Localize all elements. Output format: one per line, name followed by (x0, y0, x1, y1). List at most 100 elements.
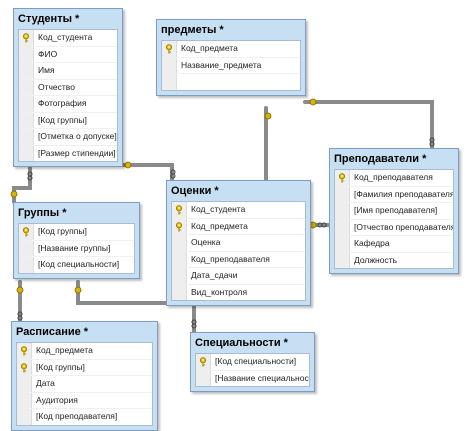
field-label: [Код специальности] (215, 356, 297, 366)
table-schedule[interactable]: Расписание * Код_предмета[Код группы]Дат… (11, 321, 158, 431)
field-label: Код_предмета (181, 43, 238, 53)
table-title: Преподаватели * (334, 153, 427, 165)
field-label: Аудитория (36, 394, 78, 405)
field-row[interactable]: [Название специальности] (196, 370, 309, 386)
table-title: Специальности * (195, 337, 288, 349)
row-selector[interactable] (19, 224, 34, 240)
row-selector[interactable] (19, 79, 34, 95)
key-endpoint-icon (16, 286, 24, 294)
field-row[interactable]: [Фамилия преподавателя] (335, 186, 453, 203)
field-row[interactable]: [Отметка о допуске] (19, 129, 117, 146)
row-selector[interactable] (162, 74, 177, 90)
row-selector[interactable] (19, 46, 34, 62)
field-row[interactable]: Должность (335, 252, 453, 268)
field-row[interactable]: Код_предмета (17, 343, 152, 360)
field-row[interactable]: [Размер стипендии] (19, 145, 117, 161)
field-row[interactable]: [Название группы] (19, 240, 134, 257)
row-selector[interactable] (17, 359, 32, 375)
row-selector[interactable] (335, 252, 350, 268)
field-row[interactable]: Имя (19, 63, 117, 80)
primary-key-icon (21, 346, 27, 356)
field-row[interactable]: [Код специальности] (19, 257, 134, 273)
row-selector[interactable] (19, 96, 34, 112)
row-selector[interactable] (172, 284, 187, 300)
row-selector[interactable] (17, 343, 32, 359)
field-row[interactable]: Код_студента (172, 202, 305, 219)
field-label: Код_предмета (36, 345, 93, 355)
field-row[interactable]: Отчество (19, 79, 117, 96)
field-row[interactable]: Дата_сдачи (172, 268, 305, 285)
primary-key-icon (339, 173, 345, 183)
table-groups[interactable]: Группы * [Код группы][Название группы][К… (13, 202, 140, 279)
row-selector[interactable] (172, 268, 187, 284)
field-row[interactable]: Код_предмета (172, 218, 305, 235)
field-row[interactable]: Аудитория (17, 392, 152, 409)
row-selector[interactable] (19, 129, 34, 145)
field-row[interactable]: Кафедра (335, 236, 453, 253)
row-selector[interactable] (17, 376, 32, 392)
primary-key-icon (176, 221, 182, 232)
row-selector[interactable] (19, 30, 34, 46)
field-row[interactable]: [Отчество преподавателя] (335, 219, 453, 236)
row-selector[interactable] (335, 219, 350, 235)
table-specialties[interactable]: Специальности * [Код специальности] [Назв… (190, 332, 315, 392)
row-selector[interactable] (19, 257, 34, 273)
primary-key-icon (200, 357, 206, 367)
row-selector[interactable] (162, 57, 177, 73)
field-row[interactable]: Оценка (172, 235, 305, 252)
field-row[interactable]: Код_предмета (162, 41, 300, 58)
field-row[interactable]: Фотография (19, 96, 117, 113)
field-label: Должность (354, 254, 398, 265)
field-label: Фотография (38, 98, 87, 108)
field-row[interactable]: [Имя преподавателя] (335, 203, 453, 220)
field-row[interactable]: Код_преподавателя (335, 170, 453, 187)
field-row[interactable]: [Код группы] (19, 112, 117, 129)
field-row[interactable]: ФИО (19, 46, 117, 63)
row-selector[interactable] (19, 112, 34, 128)
table-teachers[interactable]: Преподаватели * Код_преподавателя [Фамили… (329, 148, 459, 274)
row-selector[interactable] (196, 354, 211, 370)
row-selector[interactable] (335, 170, 350, 186)
primary-key-icon (23, 227, 29, 237)
field-label: [Размер стипендии] (38, 147, 116, 158)
row-selector[interactable] (17, 409, 32, 425)
infinity-endpoint-icon (429, 141, 435, 147)
infinity-endpoint-icon (27, 175, 33, 181)
field-row[interactable]: [Код группы] (17, 359, 152, 376)
field-label: Код_преподавателя (354, 172, 433, 182)
field-row[interactable]: [Код группы] (19, 224, 134, 241)
field-row[interactable]: Код_студента (19, 30, 117, 47)
table-title: Группы * (18, 207, 67, 219)
row-selector[interactable] (172, 235, 187, 251)
row-selector[interactable] (335, 186, 350, 202)
row-selector[interactable] (17, 392, 32, 408)
row-selector[interactable] (196, 370, 211, 386)
field-label: Имя (38, 65, 55, 75)
row-selector[interactable] (335, 203, 350, 219)
field-label: Вид_контроля (191, 286, 248, 297)
field-row[interactable]: Код_преподавателя (172, 251, 305, 268)
field-row[interactable]: Вид_контроля (172, 284, 305, 300)
row-selector[interactable] (172, 251, 187, 267)
row-selector[interactable] (19, 145, 34, 161)
table-fields: [Код группы][Название группы][Код специа… (18, 223, 135, 274)
field-row[interactable]: Дата (17, 376, 152, 393)
row-selector[interactable] (172, 202, 187, 218)
row-selector[interactable] (172, 218, 187, 234)
row-selector[interactable] (19, 63, 34, 79)
row-selector[interactable] (335, 236, 350, 252)
field-label: Дата_сдачи (191, 270, 238, 280)
row-selector[interactable] (19, 240, 34, 256)
row-selector[interactable] (162, 41, 177, 57)
field-row[interactable] (162, 74, 300, 90)
infinity-endpoint-icon (170, 169, 176, 175)
field-row[interactable]: Название_предмета (162, 57, 300, 74)
field-row[interactable]: [Код специальности] (196, 354, 309, 371)
field-row[interactable]: [Код преподавателя] (17, 409, 152, 425)
rel-subjects-teachers (303, 100, 434, 150)
